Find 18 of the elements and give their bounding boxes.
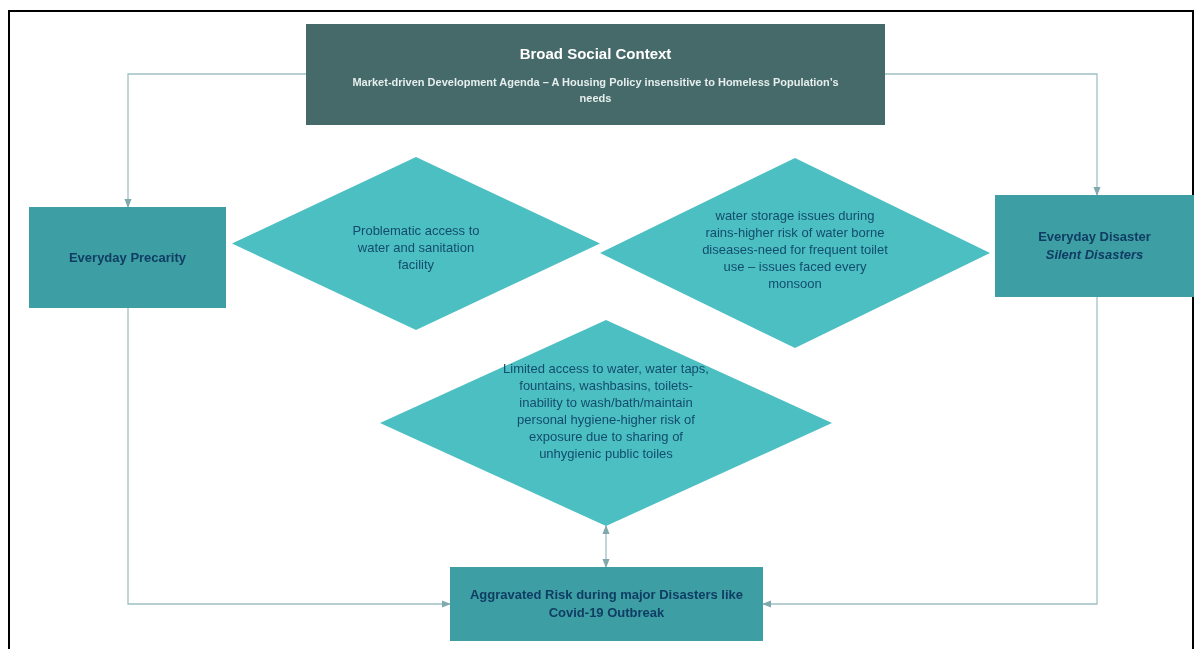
box-text: Silent Disasters — [1045, 246, 1144, 264]
process-box — [450, 567, 763, 641]
diamond-text: Problematic access to water and sanitation facility — [351, 222, 481, 273]
box-text: Market-driven Development Agenda – A Housing Policy insensitive to Homeless Population’s needs — [351, 74, 840, 106]
arrow — [884, 73, 1101, 196]
box-text: Everyday Disaster — [1038, 228, 1151, 246]
arrow — [124, 73, 307, 208]
context-box — [306, 24, 885, 125]
arrow — [127, 307, 451, 608]
process-box — [995, 195, 1194, 297]
arrow — [602, 525, 610, 568]
diamond-text: water storage issues during rains-higher risk of water borne diseases-need for frequent toilet use – issues faced every monsoon — [701, 206, 889, 292]
process-box — [29, 207, 226, 308]
box-text: Aggravated Risk during major Disasters like Covid-19 Outbreak — [468, 586, 745, 622]
arrow — [762, 296, 1098, 608]
box-heading: Broad Social Context — [519, 44, 672, 65]
box-text: Everyday Precarity — [68, 248, 187, 267]
diamond-text: Limited access to water, water taps, fountains, washbasins, toilets-inability to wash/bath/maintain personal hygiene-higher risk of exposure due to sharing of unhygienic public toiles — [502, 360, 710, 462]
